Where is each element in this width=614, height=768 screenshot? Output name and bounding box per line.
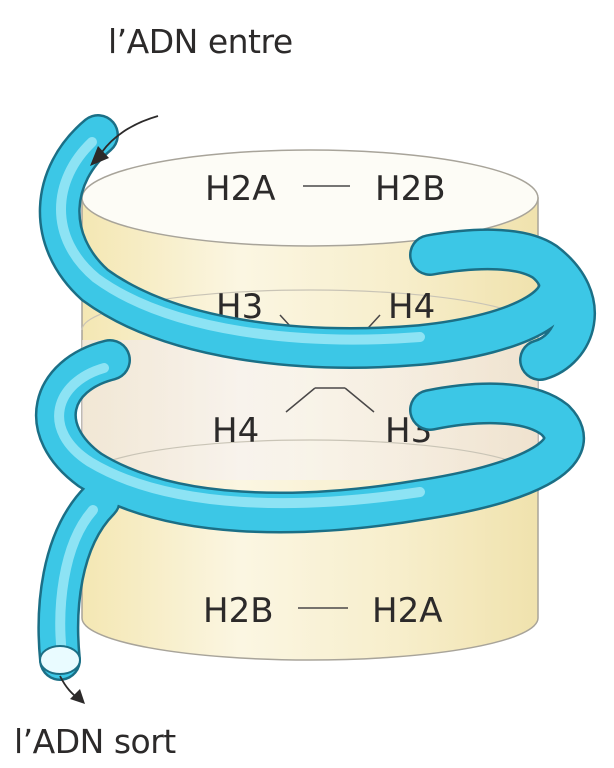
histone-label-h4-upper: H4	[388, 287, 435, 327]
dna-exits-label: l’ADN sort	[14, 722, 176, 761]
histone-label-h4-lower: H4	[212, 411, 259, 451]
histone-label-h2b-top: H2B	[375, 169, 446, 209]
histone-label-h2b-bottom: H2B	[203, 591, 274, 631]
dna-exit-end	[40, 646, 80, 674]
histone-label-h2a-top: H2A	[205, 169, 275, 209]
exit-arrowhead-icon	[70, 689, 85, 704]
histone-label-h2a-bottom: H2A	[372, 591, 442, 631]
